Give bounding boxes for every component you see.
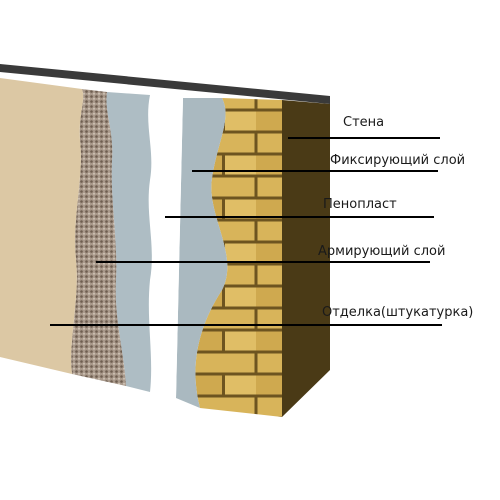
label-fixing-layer: Фиксирующий слой xyxy=(330,153,465,168)
label-finish: Отделка(штукатурка) xyxy=(322,305,473,320)
reinforcing-layer xyxy=(106,92,152,392)
label-foam: Пенопласт xyxy=(323,197,397,212)
label-reinforcing-layer: Армирующий слой xyxy=(318,244,445,259)
brick-wall-side xyxy=(282,100,330,417)
mesh-layer xyxy=(71,89,126,386)
plaster-finish xyxy=(0,78,84,374)
foam-layer xyxy=(150,95,183,398)
label-wall: Стена xyxy=(343,115,384,130)
top-edge xyxy=(0,64,330,104)
brick-wall xyxy=(195,98,282,417)
fixing-layer xyxy=(176,98,228,408)
